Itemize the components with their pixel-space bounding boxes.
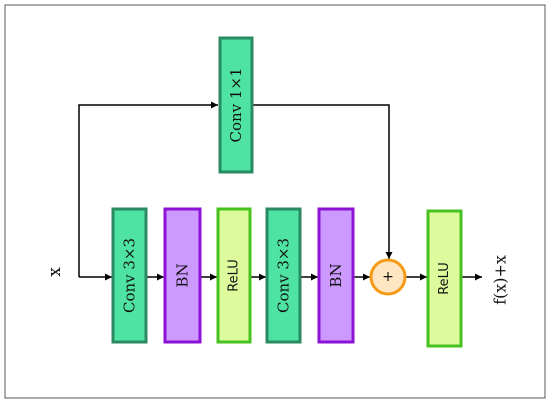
node-bn-2: BN	[317, 207, 355, 344]
conv-1x1-label: Conv 1×1	[227, 67, 245, 142]
node-relu-1: ReLU	[216, 207, 252, 344]
conv-3x3-a-label: Conv 3×3	[121, 238, 139, 313]
node-group: Conv 1×1 Conv 3×3 BN ReLU Conv 3×3 BN +	[111, 36, 463, 348]
add-label: +	[382, 269, 394, 285]
input-label: x	[45, 267, 65, 277]
node-conv-3x3-b: Conv 3×3	[265, 207, 302, 344]
node-add: +	[369, 258, 407, 296]
node-relu-2: ReLU	[426, 209, 463, 348]
relu-1-label: ReLU	[227, 259, 242, 292]
bn-1-label: BN	[174, 263, 192, 287]
connector-group	[78, 101, 482, 281]
node-conv-3x3-a: Conv 3×3	[111, 207, 148, 344]
bn-2-label: BN	[327, 263, 345, 287]
skip-branch-arrow	[78, 101, 218, 277]
relu-2-label: ReLU	[437, 262, 452, 295]
node-conv-1x1: Conv 1×1	[218, 36, 254, 174]
conv-3x3-b-label: Conv 3×3	[275, 238, 293, 313]
diagram-frame	[4, 4, 546, 399]
node-bn-1: BN	[163, 207, 202, 344]
skip-to-add-arrow	[253, 104, 393, 259]
output-label: f(x)+x	[491, 255, 510, 305]
